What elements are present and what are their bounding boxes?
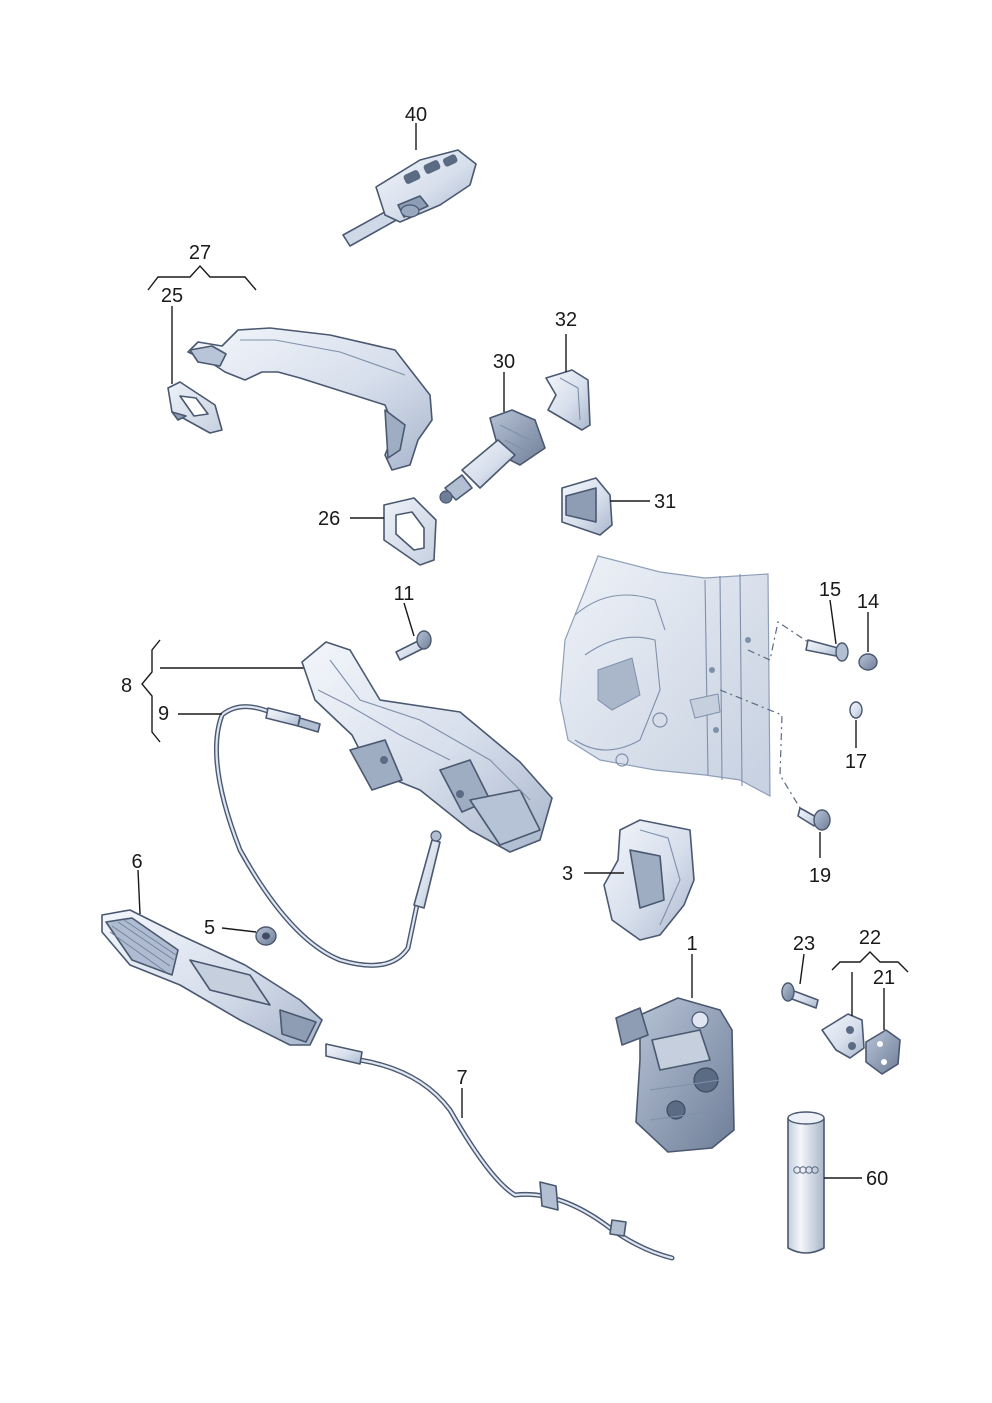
part-14-cap: [858, 653, 878, 671]
label-32: 32: [555, 309, 577, 331]
part-22-striker: [821, 1013, 865, 1059]
part-3-bracket: [603, 819, 695, 941]
label-19: 19: [809, 865, 831, 887]
label-6: 6: [131, 851, 142, 873]
group-bracket-8: [141, 639, 161, 743]
label-9: 9: [158, 703, 169, 725]
part-11-screw: [395, 630, 432, 661]
part-7-cable: [325, 1043, 675, 1261]
part-26-gasket: [383, 497, 437, 566]
label-7: 7: [456, 1067, 467, 1089]
label-8: 8: [121, 675, 132, 697]
label-17: 17: [845, 751, 867, 773]
label-23: 23: [793, 933, 815, 955]
leader-6: [137, 869, 141, 915]
label-25: 25: [161, 285, 183, 307]
label-1: 1: [686, 933, 697, 955]
door-panel-section: [559, 555, 771, 798]
leader-23: [799, 953, 805, 985]
label-11: 11: [394, 583, 415, 605]
label-27: 27: [189, 242, 211, 264]
four-rings-icon: [793, 1166, 819, 1174]
part-31-cap: [561, 477, 613, 536]
part-40-flip-key: [342, 149, 477, 247]
group-bracket-22: [831, 951, 909, 973]
label-22: 22: [859, 927, 881, 949]
part-23-screw: [781, 982, 819, 1009]
leader-5: [221, 927, 257, 933]
label-40: 40: [405, 104, 427, 126]
leader-15: [829, 599, 837, 645]
group-bracket-27: [147, 264, 257, 291]
label-60: 60: [866, 1168, 888, 1190]
label-21: 21: [873, 967, 895, 989]
label-14: 14: [857, 591, 879, 613]
label-30: 30: [493, 351, 515, 373]
part-60-can: [787, 1111, 825, 1254]
part-19-screw: [797, 807, 831, 831]
part-5-nut: [255, 926, 277, 946]
label-26: 26: [318, 508, 340, 530]
part-21-plate: [865, 1029, 901, 1075]
part-17-grommet: [849, 701, 863, 719]
label-3: 3: [562, 863, 573, 885]
part-8-handle-carrier: [301, 641, 553, 853]
label-15: 15: [819, 579, 841, 601]
leader-11: [403, 602, 415, 637]
part-32-cap: [545, 369, 591, 431]
part-9-cable: [213, 704, 442, 968]
part-15-bolt: [805, 639, 849, 662]
part-25-seal: [167, 381, 223, 434]
part-30-lock-cylinder: [439, 409, 546, 504]
label-5: 5: [204, 917, 215, 939]
dashdot-guide-lines: [719, 621, 809, 809]
part-6-inner-handle: [101, 909, 323, 1046]
part-27-outer-handle: [187, 327, 433, 471]
label-31: 31: [654, 491, 676, 513]
part-1-lock: [615, 997, 735, 1153]
